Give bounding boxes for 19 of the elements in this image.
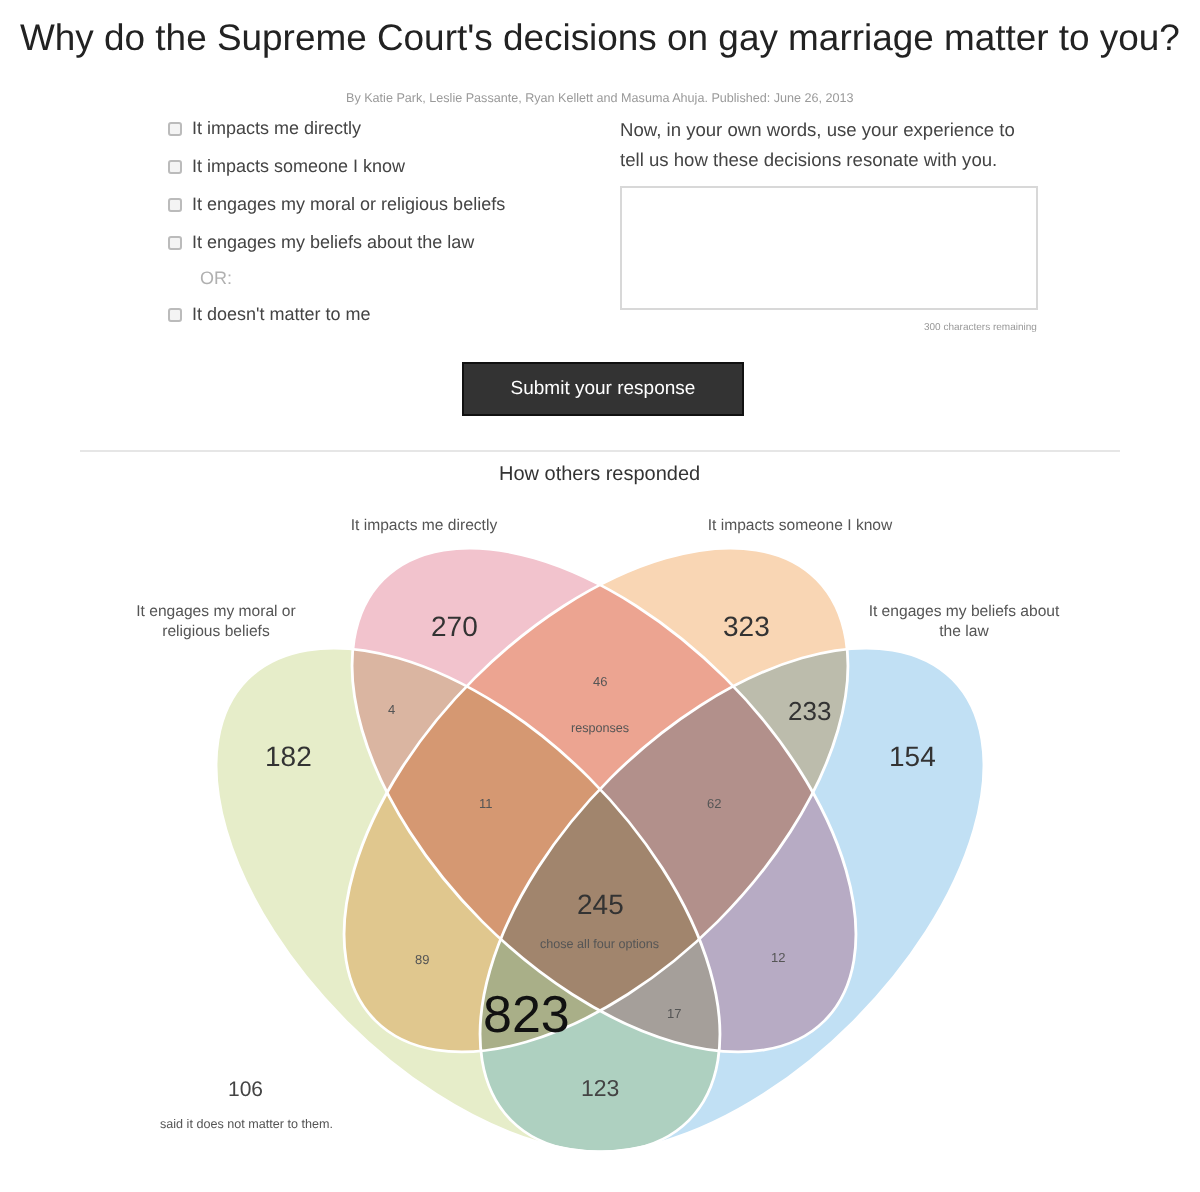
count-value: 154 bbox=[889, 738, 936, 774]
submit-button: Submit your response bbox=[462, 362, 744, 416]
option-label: It engages my moral or religious beliefs bbox=[192, 193, 506, 215]
or-label: OR: bbox=[200, 267, 233, 289]
count-value: 323 bbox=[723, 608, 770, 644]
count-value: 123 bbox=[581, 1076, 620, 1104]
count-value: 182 bbox=[265, 738, 312, 774]
option-label: It engages my beliefs about the law bbox=[192, 231, 475, 253]
instruction-text: Now, in your own words, use your experience to tell us how these decisions resonate with you. bbox=[620, 117, 1017, 174]
count-value: 270 bbox=[431, 608, 478, 644]
option-label: It doesn't matter to me bbox=[192, 303, 371, 325]
count-value: 106 bbox=[228, 1077, 264, 1103]
option-label: It impacts someone I know bbox=[192, 155, 406, 177]
page-title: Why do the Supreme Court's decisions on gay marriage matter to you? bbox=[20, 16, 1180, 60]
count-value: 823 bbox=[483, 981, 570, 1047]
section-heading: How others responded bbox=[499, 461, 701, 487]
count-value: 233 bbox=[788, 696, 832, 728]
count-value: 245 bbox=[577, 886, 624, 922]
option-label: It impacts me directly bbox=[192, 117, 362, 139]
